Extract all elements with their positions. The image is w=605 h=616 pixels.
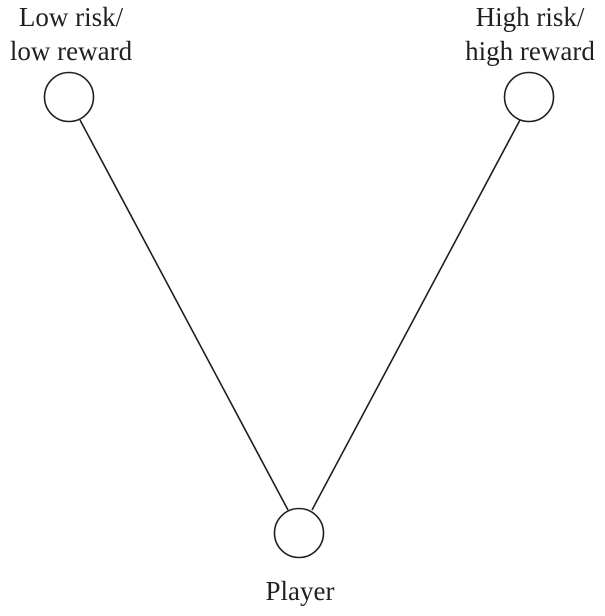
node-high-risk-circle: [503, 71, 555, 123]
label-line: High risk/: [475, 2, 585, 32]
node-low-risk-circle: [43, 71, 95, 123]
edge-player-to-high-risk: [311, 119, 521, 511]
label-line: Low risk/: [18, 2, 124, 32]
node-player-label: Player: [230, 574, 370, 608]
node-low-risk-label: Low risk/ low reward: [0, 0, 142, 68]
node-player-circle: [273, 507, 325, 559]
label-line: low reward: [9, 36, 133, 66]
label-line: Player: [265, 576, 335, 606]
label-line: high reward: [465, 36, 595, 66]
node-high-risk-label: High risk/ high reward: [452, 0, 605, 68]
edge-player-to-low-risk: [79, 119, 289, 511]
